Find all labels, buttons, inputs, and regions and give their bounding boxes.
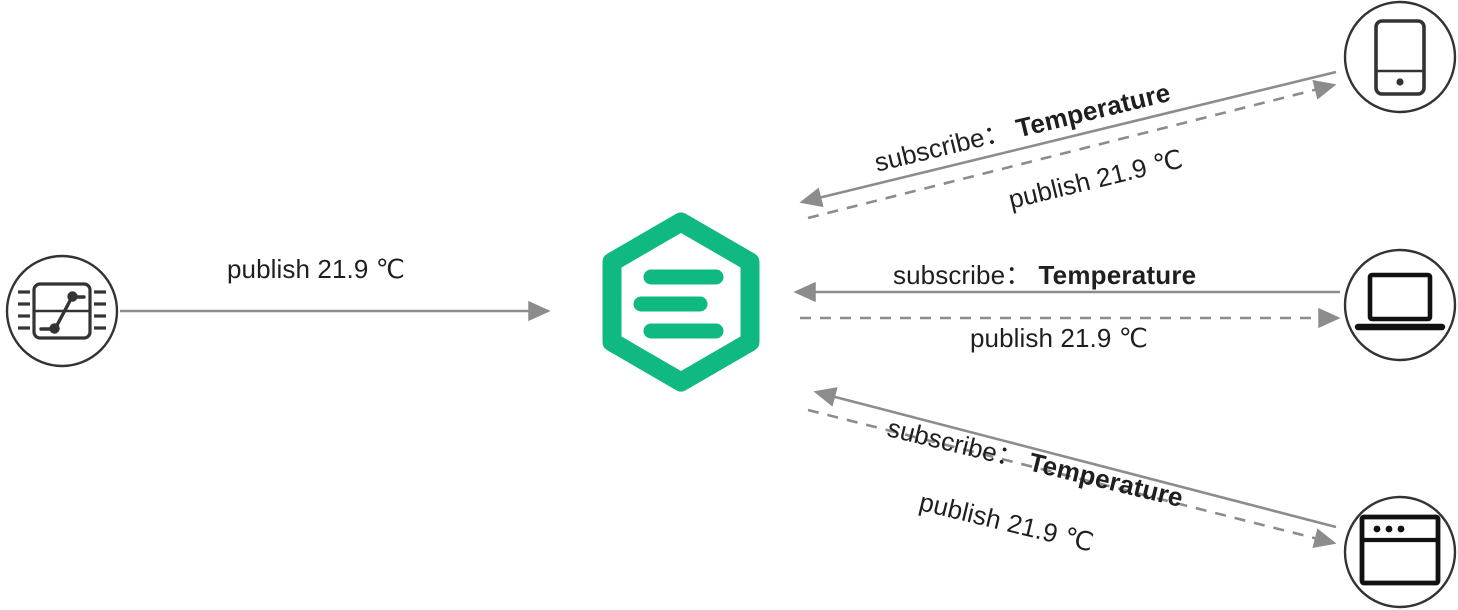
label-sensor-publish: publish 21.9 ℃: [227, 256, 405, 282]
emqx-hexagon-logo: [602, 212, 760, 392]
edge-browser-publish: [807, 408, 1337, 548]
label-laptop-subscribe-separator: ：: [1005, 260, 1032, 290]
laptop-icon: [1343, 248, 1457, 362]
edge-phone-publish: [807, 80, 1337, 220]
mobile-phone-icon: [1343, 0, 1457, 114]
label-laptop-subscribe: subscribe： Temperature: [893, 262, 1196, 288]
label-laptop-subscribe-prefix: subscribe: [893, 260, 1006, 290]
sensor-chip-icon: [5, 254, 119, 368]
label-laptop-publish: publish 21.9 ℃: [970, 325, 1148, 351]
edge-browser-subscribe: [813, 387, 1337, 529]
edge-phone-subscribe: [799, 70, 1337, 208]
label-sensor-publish-text: publish 21.9 ℃: [227, 254, 406, 284]
label-laptop-publish-text: publish 21.9 ℃: [970, 323, 1149, 353]
label-laptop-subscribe-topic: Temperature: [1038, 260, 1197, 290]
browser-window-icon: [1343, 495, 1457, 609]
